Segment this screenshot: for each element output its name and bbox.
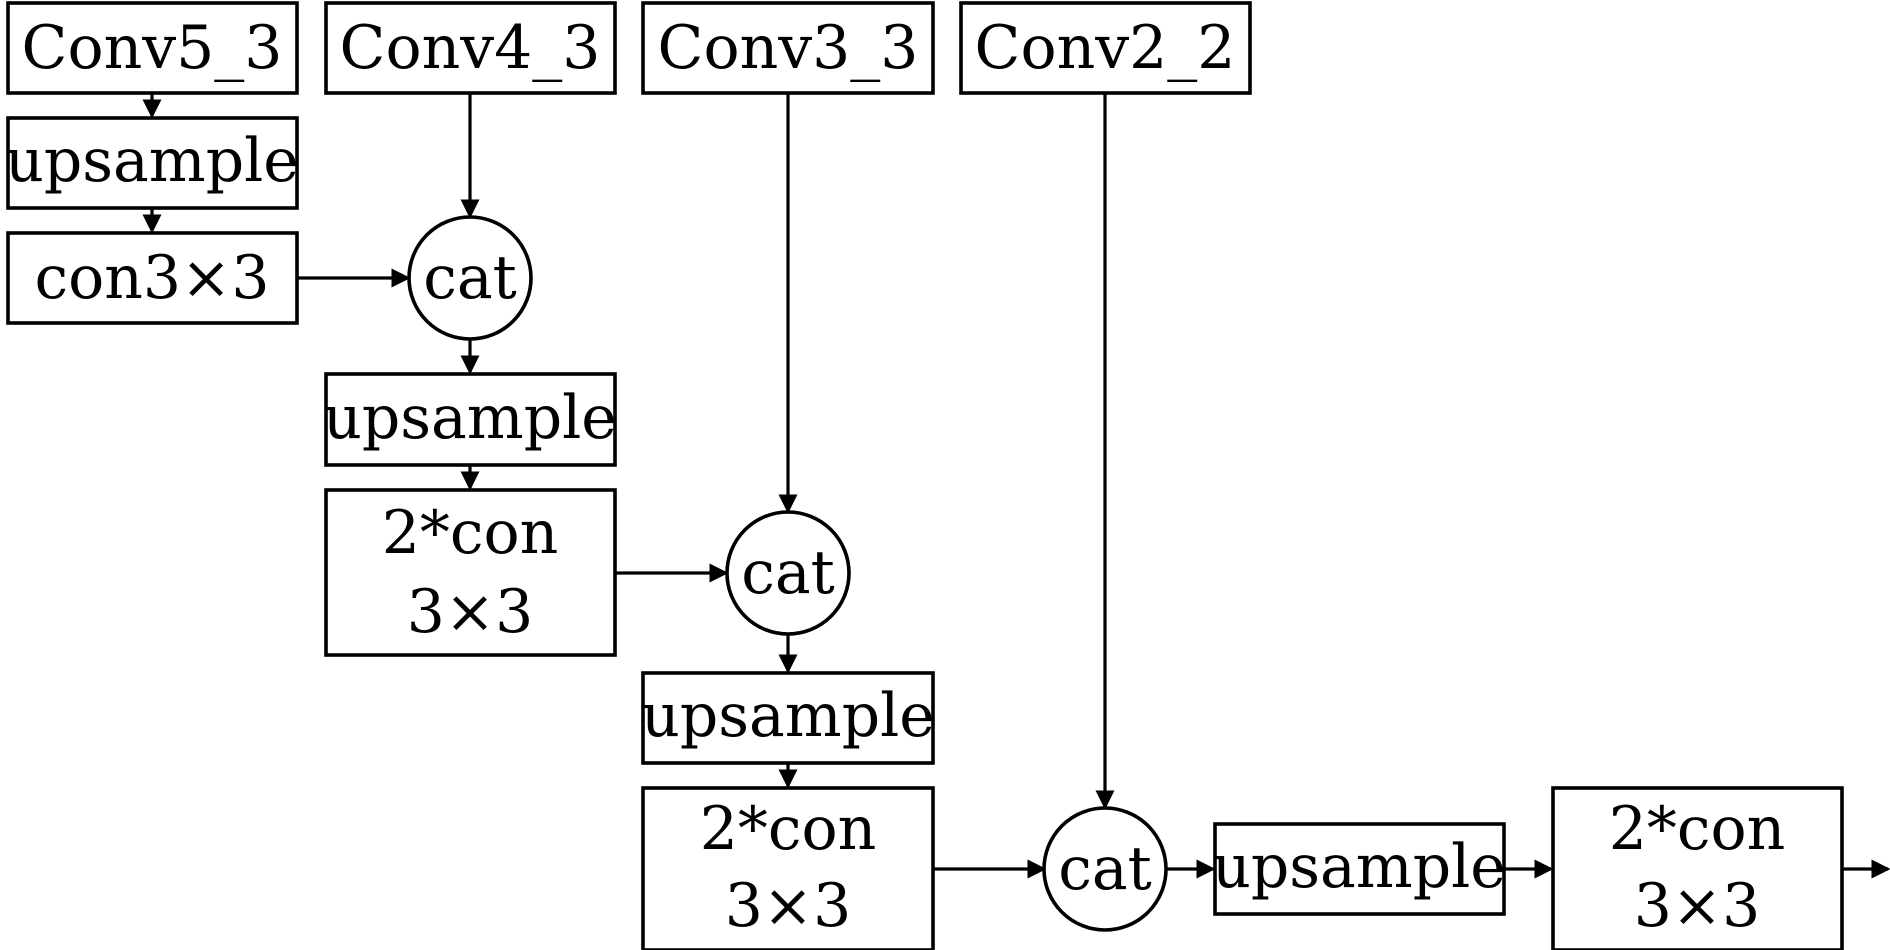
- node-double-con-3-line-2: 3×3: [1634, 871, 1761, 941]
- node-double-con-3-line-1: 2*con: [1609, 794, 1786, 864]
- node-conv3-3: Conv3_3: [641, 1, 935, 95]
- node-upsample-2-label: upsample: [323, 383, 617, 453]
- node-upsample-2: upsample: [323, 372, 617, 467]
- node-conv2-2: Conv2_2: [959, 1, 1252, 95]
- node-con3x3: con3×3: [6, 231, 299, 325]
- node-cat-3-label: cat: [1058, 834, 1152, 904]
- node-double-con-1-line-1: 2*con: [382, 498, 559, 568]
- node-upsample-3: upsample: [641, 671, 935, 765]
- node-conv2-2-label: Conv2_2: [975, 13, 1236, 83]
- node-cat-2: cat: [725, 510, 851, 636]
- node-upsample-4-label: upsample: [1212, 832, 1506, 902]
- node-double-con-2: 2*con 3×3: [641, 786, 935, 950]
- node-conv4-3: Conv4_3: [324, 1, 617, 95]
- edges: [142, 93, 1890, 879]
- node-upsample-1: upsample: [5, 116, 299, 210]
- node-double-con-1-line-2: 3×3: [407, 577, 534, 647]
- node-conv3-3-label: Conv3_3: [658, 13, 919, 83]
- node-cat-2-label: cat: [741, 538, 835, 608]
- node-cat-1-label: cat: [423, 243, 517, 313]
- node-double-con-2-line-1: 2*con: [700, 794, 877, 864]
- node-conv5-3: Conv5_3: [6, 1, 299, 95]
- node-double-con-2-line-2: 3×3: [725, 871, 852, 941]
- node-con3x3-label: con3×3: [35, 243, 270, 313]
- node-conv4-3-label: Conv4_3: [340, 13, 601, 83]
- node-upsample-3-label: upsample: [641, 681, 935, 751]
- node-upsample-1-label: upsample: [5, 126, 299, 196]
- node-double-con-3: 2*con 3×3: [1551, 786, 1844, 950]
- node-conv5-3-label: Conv5_3: [22, 13, 283, 83]
- node-double-con-1: 2*con 3×3: [324, 488, 617, 657]
- node-upsample-4: upsample: [1212, 822, 1506, 916]
- node-cat-3: cat: [1042, 806, 1168, 932]
- node-cat-1: cat: [407, 215, 533, 341]
